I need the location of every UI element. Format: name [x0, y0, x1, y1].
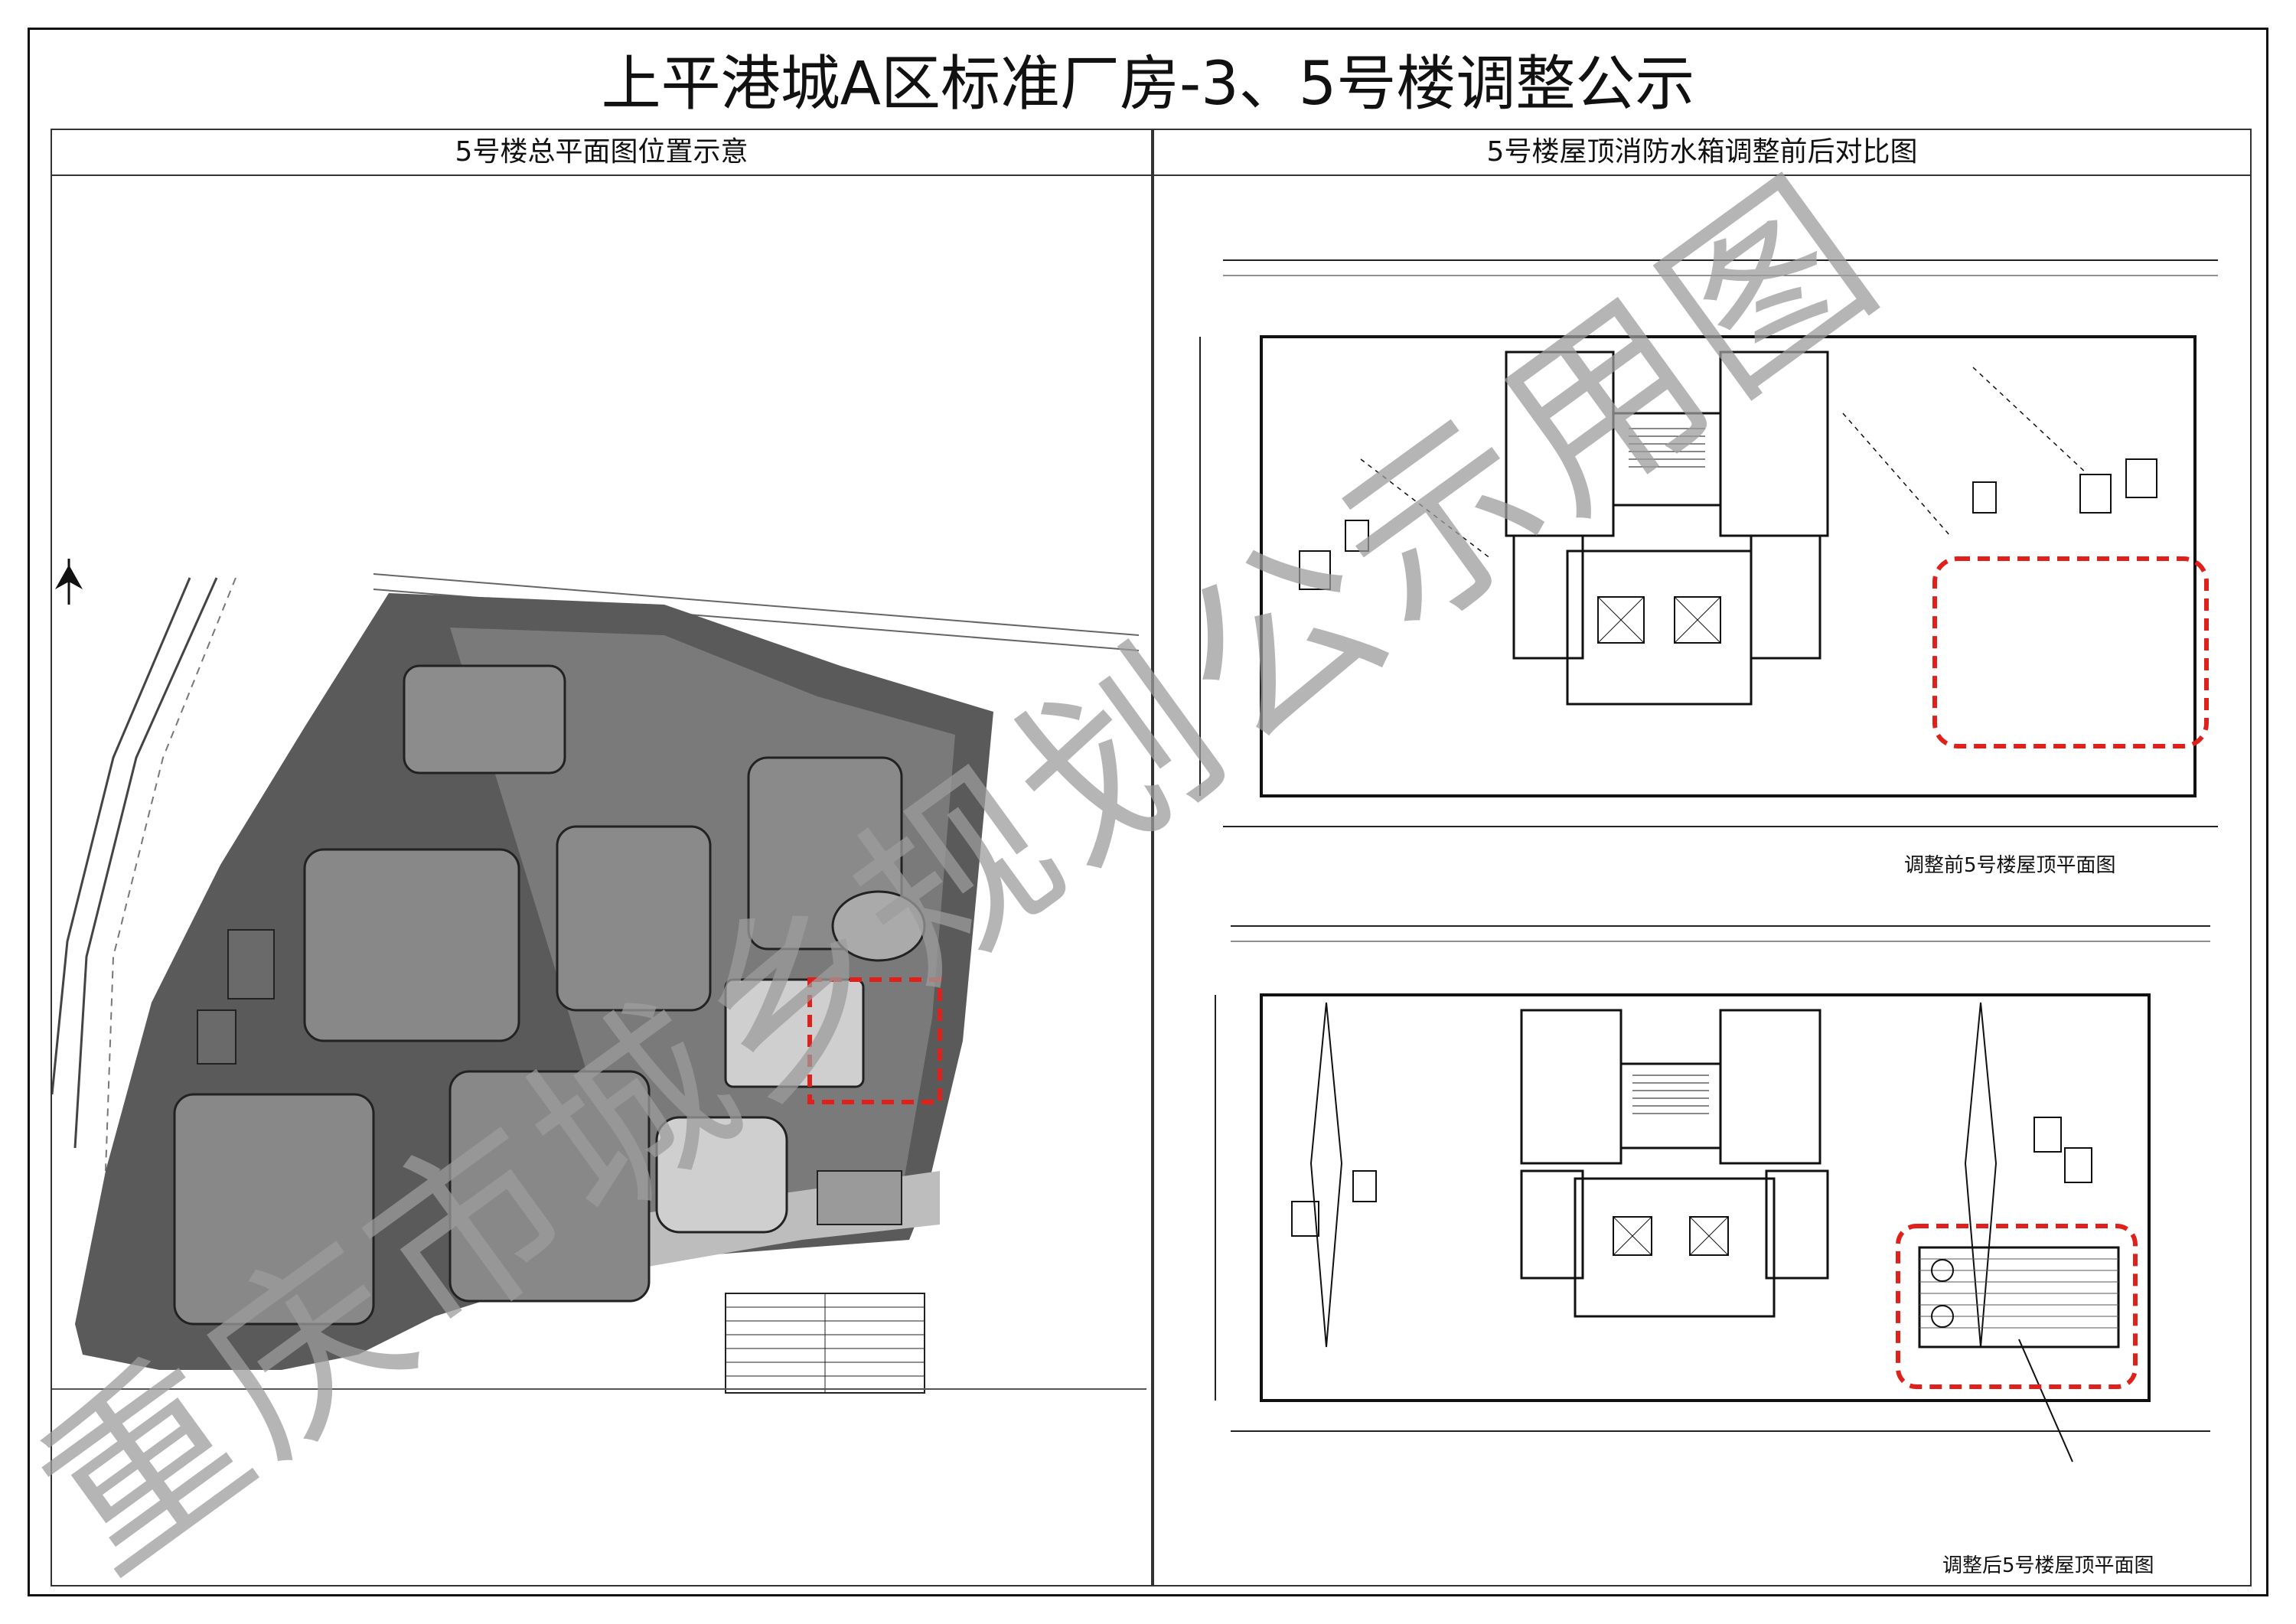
before-tank-area-highlight — [1932, 556, 2209, 748]
roof-plan-before-drawing — [1199, 259, 2218, 827]
site-plan-drawing — [52, 559, 1146, 1394]
roof-comparison-panel-title: 5号楼屋顶消防水箱调整前后对比图 — [1154, 130, 2250, 176]
roof-plan-after-drawing — [1215, 925, 2210, 1463]
page-title: 上平港城A区标准厂房-3、5号楼调整公示 — [601, 50, 1695, 119]
north-arrow-icon — [55, 559, 83, 605]
page-frame — [28, 28, 2268, 1596]
after-caption: 调整后5号楼屋顶平面图 — [1942, 1554, 2154, 1577]
legend-table — [725, 1293, 925, 1394]
before-caption: 调整前5号楼屋顶平面图 — [1904, 854, 2116, 877]
site-plan-panel-title: 5号楼总平面图位置示意 — [52, 130, 1151, 176]
fire-water-tank — [1918, 1246, 2120, 1463]
building-5-highlight — [807, 977, 942, 1104]
after-tank-area-highlight — [1896, 1224, 2138, 1389]
site-plan-panel: 5号楼总平面图位置示意 — [51, 129, 1153, 1586]
roof-comparison-panel: 5号楼屋顶消防水箱调整前后对比图 — [1153, 129, 2252, 1586]
